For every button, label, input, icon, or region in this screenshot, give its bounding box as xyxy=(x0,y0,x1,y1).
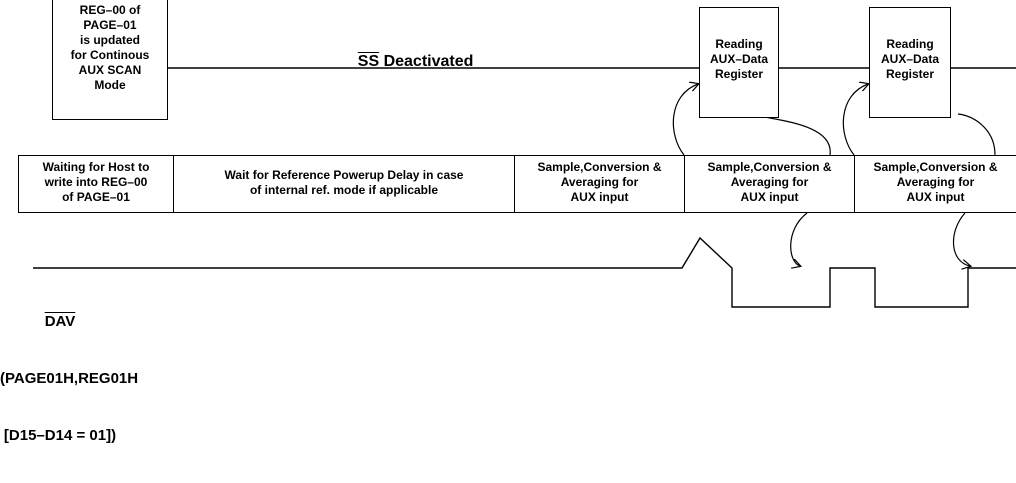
dav-arrow-1 xyxy=(790,212,808,266)
dav-signal-label: DAV (PAGE01H,REG01H [D15–D14 = 01]) xyxy=(0,274,139,483)
dav-name: DAV xyxy=(44,313,76,330)
phase-line: Averaging for xyxy=(730,175,809,189)
dav-register-line: (PAGE01H,REG01H xyxy=(0,370,139,387)
dav-register-line: [D15–D14 = 01]) xyxy=(3,427,117,444)
reg-box-line: AUX SCAN xyxy=(78,63,142,77)
phase-sample-conversion-3: Sample,Conversion & Averaging for AUX in… xyxy=(854,155,1016,213)
phase-line: Waiting for Host to xyxy=(42,160,150,174)
reg-box-line: for Continous xyxy=(70,48,150,62)
ss-overline: SS xyxy=(357,53,380,70)
phase-line: Sample,Conversion & xyxy=(537,160,662,174)
phase-sample-conversion-1: Sample,Conversion & Averaging for AUX in… xyxy=(514,155,685,213)
reg-box-line: Mode xyxy=(94,78,126,92)
reg-box-line: REG–00 of xyxy=(79,3,141,17)
reg-box-line: is updated xyxy=(79,33,140,47)
read-2-feedback-arrow xyxy=(842,84,868,156)
ss-deactivated-label: SS Deactivated xyxy=(340,35,474,89)
reg-box-line: PAGE–01 xyxy=(83,18,137,32)
phase-line: Sample,Conversion & xyxy=(707,160,832,174)
phase-line: Wait for Reference Powerup Delay in case xyxy=(224,168,464,182)
phase-ref-powerup-delay: Wait for Reference Powerup Delay in case… xyxy=(173,155,515,213)
phase-line: Sample,Conversion & xyxy=(873,160,998,174)
phase-wait-host: Waiting for Host to write into REG–00 of… xyxy=(18,155,174,213)
read-aux-data-box-1: Reading AUX–Data Register xyxy=(699,7,779,118)
read-box-line: AUX–Data xyxy=(880,52,940,66)
read-box-line: Reading xyxy=(715,37,763,51)
phase-line: of internal ref. mode if applicable xyxy=(249,183,439,197)
phase-line: AUX input xyxy=(906,190,965,204)
phase-line: Averaging for xyxy=(560,175,639,189)
read-2-feedback-curve xyxy=(957,113,996,156)
read-1-feedback-arrow xyxy=(672,84,698,156)
phase-line: Averaging for xyxy=(896,175,975,189)
phase-line: AUX input xyxy=(740,190,799,204)
phase-line: write into REG–00 xyxy=(44,175,148,189)
read-box-line: Register xyxy=(714,67,764,81)
read-1-feedback-curve xyxy=(750,112,831,156)
phase-sample-conversion-2: Sample,Conversion & Averaging for AUX in… xyxy=(684,155,855,213)
read-box-line: Register xyxy=(885,67,935,81)
read-aux-data-box-2: Reading AUX–Data Register xyxy=(869,7,951,118)
read-box-line: AUX–Data xyxy=(709,52,769,66)
timing-diagram: REG–00 of PAGE–01 is updated for Contino… xyxy=(0,0,1016,444)
reg-update-box: REG–00 of PAGE–01 is updated for Contino… xyxy=(52,0,168,120)
phase-line: of PAGE–01 xyxy=(62,190,130,204)
ss-rest: Deactivated xyxy=(379,53,474,70)
dav-waveform xyxy=(33,236,1016,308)
read-box-line: Reading xyxy=(886,37,934,51)
dav-arrow-2 xyxy=(952,212,970,266)
phase-line: AUX input xyxy=(570,190,629,204)
